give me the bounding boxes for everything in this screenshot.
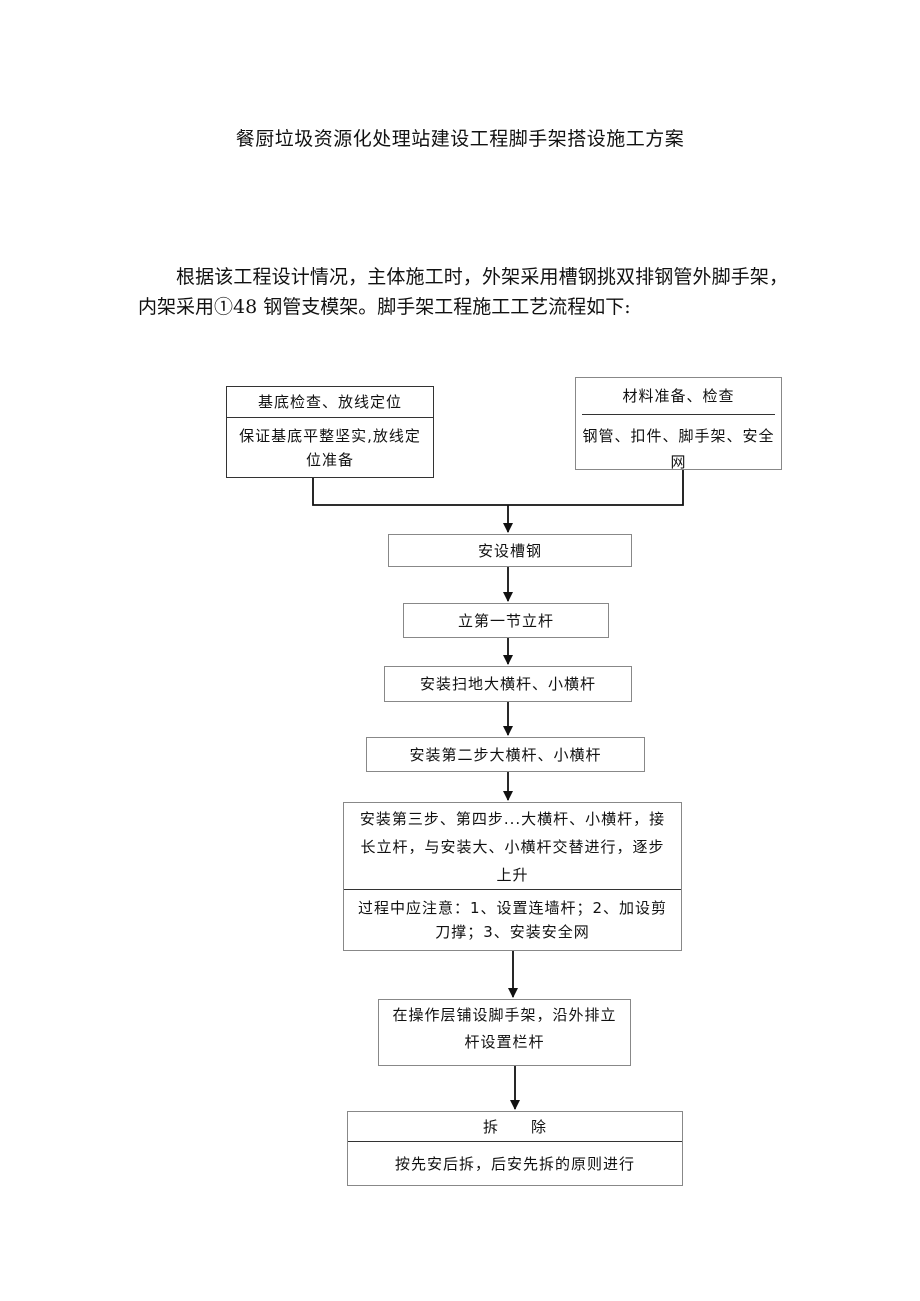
step-deck-box: 在操作层铺设脚手架，沿外排立杆设置栏杆 [378,999,631,1066]
step-sweep-label: 安装扫地大横杆、小横杆 [419,675,596,693]
material-check-divider [582,414,775,415]
step-remove-body: 按先安后拆，后安先拆的原则进行 [348,1141,682,1185]
step-channel-box: 安设槽钢 [388,534,632,567]
step-second-box: 安装第二步大横杆、小横杆 [366,737,645,772]
material-check-box: 材料准备、检查 钢管、扣件、脚手架、安全网 [575,377,782,470]
merge-line [312,470,684,506]
page-title: 餐厨垃圾资源化处理站建设工程脚手架搭设施工方案 [235,128,685,150]
step-sweep-box: 安装扫地大横杆、小横杆 [384,666,632,702]
step-third-main: 安装第三步、第四步...大横杆、小横杆，接长立杆，与安装大、小横杆交替进行，逐步… [359,810,666,884]
step-third-box: 安装第三步、第四步...大横杆、小横杆，接长立杆，与安装大、小横杆交替进行，逐步… [343,802,682,951]
step-pole-box: 立第一节立杆 [403,603,609,638]
material-check-body: 钢管、扣件、脚手架、安全网 [582,427,775,469]
step-deck-label: 在操作层铺设脚手架，沿外排立杆设置栏杆 [392,1006,617,1051]
intro-paragraph: 根据该工程设计情况，主体施工时，外架采用槽钢挑双排钢管外脚手架，内架采用①48 … [138,266,788,318]
step-third-note: 过程中应注意：1、设置连墙杆；2、加设剪刀撑；3、安装安全网 [344,889,681,950]
base-check-body: 保证基底平整坚实,放线定位准备 [227,417,433,477]
material-check-header: 材料准备、检查 [622,387,735,405]
step-remove-header: 拆 除 [482,1117,547,1136]
base-check-header: 基底检查、放线定位 [257,393,402,411]
step-second-label: 安装第二步大横杆、小横杆 [409,745,602,764]
base-check-box: 基底检查、放线定位 保证基底平整坚实,放线定位准备 [226,386,434,478]
step-channel-label: 安设槽钢 [477,541,542,560]
step-pole-label: 立第一节立杆 [457,611,554,630]
step-remove-box: 拆 除 按先安后拆，后安先拆的原则进行 [347,1111,683,1186]
